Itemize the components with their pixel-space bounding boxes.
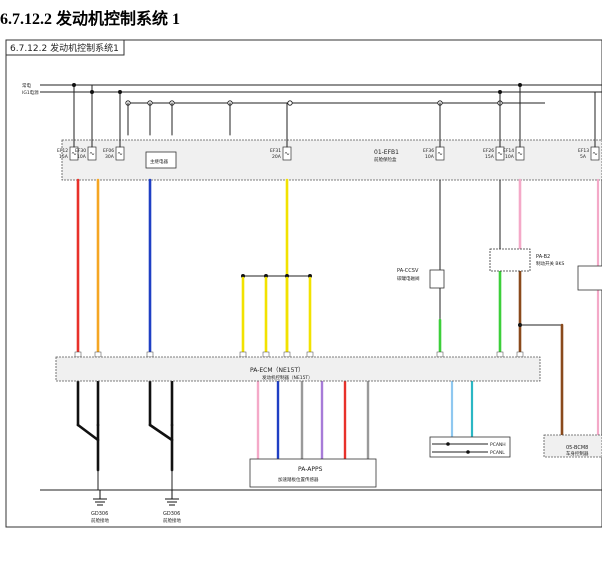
sensor-node	[308, 274, 312, 278]
sensor-node	[241, 274, 245, 278]
bus-node	[287, 100, 293, 106]
bks-name: PA-B2	[536, 254, 550, 260]
ecm-pin	[306, 351, 314, 358]
fuse-element	[89, 151, 95, 156]
bcm-name: 05-BCM8	[566, 445, 588, 451]
bcm-desc: 车身控制器	[566, 450, 589, 457]
ecm-box	[55, 356, 541, 382]
fuse-element	[117, 151, 123, 156]
ecm-pin	[74, 351, 82, 358]
diagram-tab-box	[5, 39, 125, 56]
apps-desc: 加速踏板位置传感器	[278, 476, 319, 483]
page-heading: 6.7.12.2 发动机控制系统 1	[0, 11, 181, 28]
fuse-element	[497, 151, 503, 156]
ccsv-name: PA-CCSV	[397, 268, 419, 274]
ecm-pin	[239, 351, 247, 358]
apps-box	[249, 458, 377, 488]
ground-2-id: GD306	[163, 511, 180, 517]
bks-box	[489, 248, 531, 272]
fuse-rating: 30A	[105, 154, 115, 160]
fuse-id: EF06	[103, 148, 114, 154]
fuse-box-desc: 前舱保险盒	[374, 156, 397, 163]
can-label-l: PCANL	[490, 450, 505, 456]
ecm-pin	[94, 351, 102, 358]
fuse-element	[284, 151, 290, 156]
fuse-id: EF30	[75, 148, 86, 154]
ecm-pin	[262, 351, 270, 358]
bcm-box	[543, 434, 602, 458]
fuse-id: EF36	[423, 148, 434, 154]
ecm-pin	[496, 351, 504, 358]
sensor-node	[264, 274, 268, 278]
ecm-desc: 发动机控制器（NE15T）	[262, 374, 313, 381]
fuse-id: EF14	[503, 148, 514, 154]
fuse-rating: 10A	[77, 154, 87, 160]
fuse-box-name: 01-EFB1	[374, 149, 399, 156]
fuse-rating: 5A	[580, 154, 587, 160]
ground-symbol-1	[93, 490, 107, 506]
diagram-tab-title: 6.7.12.2 发动机控制系统1	[10, 42, 119, 54]
ecm-pin	[146, 351, 154, 358]
wire-junction	[72, 83, 76, 87]
ground-1-desc: 前舱接地	[91, 517, 109, 524]
fuse-id: EF26	[483, 148, 494, 154]
ground-2-desc: 前舱接地	[163, 517, 181, 524]
ecm-pin	[436, 351, 444, 358]
wire-junction	[90, 90, 94, 94]
can-dot-h	[446, 442, 450, 446]
apps-name: PA-APPS	[298, 466, 323, 473]
main-relay	[145, 151, 177, 169]
right-module-box	[577, 265, 602, 291]
rail-label-2: IG1电源	[22, 89, 39, 96]
wire-junction	[498, 90, 502, 94]
ccsv-box	[429, 269, 445, 289]
fuse-rating: 10A	[425, 154, 435, 160]
fuse-rating: 15A	[485, 154, 495, 160]
wire-black	[76, 423, 100, 442]
can-dot-l	[466, 450, 470, 454]
fuse-rating: 20A	[272, 154, 282, 160]
ccsv-desc: 碳罐电磁阀	[397, 275, 420, 282]
sensor-node	[285, 274, 289, 278]
fuse-rating: 15A	[59, 154, 69, 160]
fuse-element	[437, 151, 443, 156]
wire-black	[148, 423, 174, 442]
can-label-h: PCANH	[490, 442, 506, 448]
ground-symbol-2	[165, 490, 179, 506]
ecm-pin	[516, 351, 524, 358]
rail-label-1: 常电	[22, 82, 31, 89]
fuse-id: EF31	[270, 148, 281, 154]
ground-1-id: GD306	[91, 511, 108, 517]
fuse-rating: 10A	[505, 154, 515, 160]
fuse-element	[592, 151, 598, 156]
fuse-id: EF12	[57, 148, 68, 154]
fuse-id: EF13	[578, 148, 589, 154]
diagram-frame	[5, 39, 602, 528]
wire-junction	[118, 90, 122, 94]
ecm-name: PA-ECM（NE15T）	[250, 367, 304, 374]
main-relay-label: 主继电器	[150, 158, 168, 165]
fuse-element	[71, 151, 77, 156]
wire-junction	[518, 83, 522, 87]
fuse-element	[517, 151, 523, 156]
ecm-pin	[283, 351, 291, 358]
bks-desc: 制动开关 BKS	[536, 260, 564, 267]
